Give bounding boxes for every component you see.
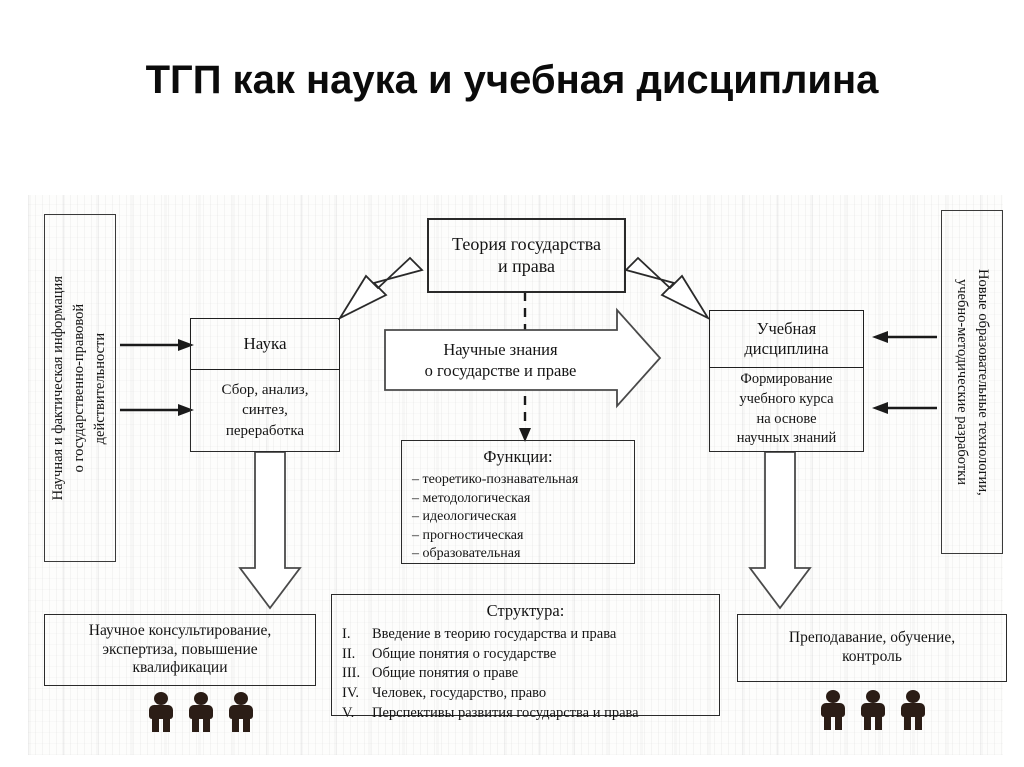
person-body bbox=[149, 705, 173, 719]
right-input-box: Новые образовательные технологии, учебно… bbox=[941, 210, 1003, 554]
left-input-label: Научная и фактическая информация о госуд… bbox=[50, 275, 109, 501]
discipline-header-label: Учебная дисциплина bbox=[744, 319, 829, 358]
teaching-box: Преподавание, обучение, контроль bbox=[737, 614, 1007, 682]
people-group-right bbox=[820, 690, 926, 730]
arrowhead-right-1 bbox=[872, 331, 888, 343]
functions-item: – теоретико-познавательная bbox=[412, 472, 579, 487]
functions-item: – методологическая bbox=[412, 490, 531, 506]
person-leg-left bbox=[232, 718, 239, 732]
discipline-body: Формирование учебного курса на основе на… bbox=[709, 368, 864, 452]
person-icon bbox=[228, 692, 254, 732]
person-body bbox=[189, 705, 213, 719]
person-body bbox=[821, 703, 845, 717]
page-title: ТГП как наука и учебная дисциплина bbox=[145, 58, 879, 102]
person-leg-right bbox=[835, 716, 842, 730]
person-leg-left bbox=[192, 718, 199, 732]
discipline-body-label: Формирование учебного курса на основе на… bbox=[736, 371, 837, 447]
person-leg-right bbox=[915, 716, 922, 730]
structure-item-label: Общие понятия о праве bbox=[372, 665, 519, 682]
person-leg-left bbox=[904, 716, 911, 730]
person-body bbox=[861, 703, 885, 717]
structure-item-number: III. bbox=[342, 665, 361, 682]
hollow-arrow-science-to-consulting bbox=[238, 451, 302, 610]
structure-caption: Структура: bbox=[486, 601, 565, 620]
person-body bbox=[229, 705, 253, 719]
person-icon bbox=[860, 690, 886, 730]
structure-item-number: V. bbox=[342, 704, 355, 721]
person-leg-right bbox=[243, 718, 250, 732]
person-head bbox=[866, 690, 880, 703]
arrowhead-right-2 bbox=[872, 402, 888, 414]
discipline-header: Учебная дисциплина bbox=[709, 310, 864, 368]
functions-box: Функции: – теоретико-познавательная – ме… bbox=[401, 440, 635, 564]
structure-item-label: Общие понятия о государстве bbox=[372, 645, 557, 662]
hollow-arrow-top-to-discipline bbox=[624, 256, 711, 321]
structure-item: III. Общие понятия о праве bbox=[342, 664, 709, 684]
structure-item: IV. Человек, государство, право bbox=[342, 684, 709, 704]
structure-item-number: IV. bbox=[342, 685, 360, 702]
person-head bbox=[234, 692, 248, 705]
consulting-box: Научное консультирование, экспертиза, по… bbox=[44, 614, 316, 686]
theory-box-label: Теория государства и права bbox=[452, 233, 601, 276]
person-body bbox=[901, 703, 925, 717]
person-leg-left bbox=[824, 716, 831, 730]
hollow-arrow-discipline-to-teaching bbox=[748, 451, 812, 610]
people-group-left bbox=[148, 692, 254, 732]
science-body-label: Сбор, анализ, синтез, переработка bbox=[221, 382, 309, 439]
theory-box: Теория государства и права bbox=[427, 218, 626, 293]
structure-item-label: Человек, государство, право bbox=[372, 685, 547, 702]
teaching-label: Преподавание, обучение, контроль bbox=[788, 629, 956, 665]
person-leg-right bbox=[875, 716, 882, 730]
functions-list: – теоретико-познавательная – методологич… bbox=[412, 471, 624, 564]
structure-list: I. Введение в теорию государства и права… bbox=[342, 625, 709, 724]
consulting-label: Научное консультирование, экспертиза, по… bbox=[88, 621, 272, 677]
hollow-arrow-top-to-science bbox=[337, 256, 424, 321]
knowledge-arrow-label-wrap: Научные знания о государстве и праве bbox=[388, 333, 613, 387]
functions-item: – образовательная bbox=[412, 546, 521, 562]
structure-item-label: Перспективы развития государства и права bbox=[372, 704, 639, 721]
functions-caption: Функции: bbox=[483, 447, 553, 466]
science-header-label: Наука bbox=[243, 333, 287, 353]
functions-item: – идеологическая bbox=[412, 509, 517, 525]
person-head bbox=[906, 690, 920, 703]
knowledge-arrow-label: Научные знания о государстве и праве bbox=[424, 339, 577, 380]
left-input-box: Научная и фактическая информация о госуд… bbox=[44, 214, 116, 562]
structure-box: Структура: I. Введение в теорию государс… bbox=[331, 594, 720, 721]
structure-item: V. Перспективы развития государства и пр… bbox=[342, 704, 709, 724]
person-icon bbox=[820, 690, 846, 730]
structure-item: II. Общие понятия о государстве bbox=[342, 645, 709, 665]
science-header: Наука bbox=[190, 318, 340, 370]
person-icon bbox=[900, 690, 926, 730]
person-head bbox=[194, 692, 208, 705]
structure-item: I. Введение в теорию государства и права bbox=[342, 625, 709, 645]
person-icon bbox=[188, 692, 214, 732]
person-head bbox=[826, 690, 840, 703]
person-leg-right bbox=[163, 718, 170, 732]
structure-item-number: II. bbox=[342, 645, 356, 662]
right-input-label: Новые образовательные технологии, учебно… bbox=[954, 268, 992, 496]
structure-item-label: Введение в теорию государства и права bbox=[372, 626, 617, 642]
person-leg-left bbox=[152, 718, 159, 732]
person-icon bbox=[148, 692, 174, 732]
functions-item: – прогностическая bbox=[412, 527, 524, 543]
structure-item-number: I. bbox=[342, 626, 351, 642]
science-body: Сбор, анализ, синтез, переработка bbox=[190, 370, 340, 452]
person-leg-right bbox=[203, 718, 210, 732]
person-head bbox=[154, 692, 168, 705]
person-leg-left bbox=[864, 716, 871, 730]
